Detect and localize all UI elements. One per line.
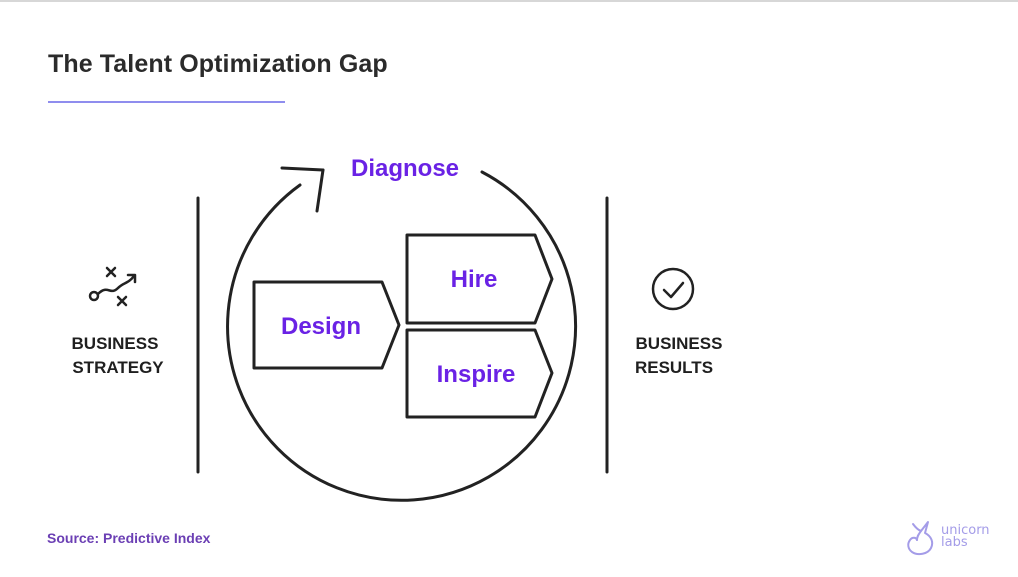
strategy-path-icon [88, 266, 137, 307]
brand-line1: unicorn [941, 523, 990, 538]
brand-logo: unicorn labs [904, 518, 1004, 562]
unicorn-icon [907, 521, 934, 556]
hire-label: Hire [451, 266, 498, 293]
source-citation: Source: Predictive Index [47, 530, 211, 546]
business-results-line1: BUSINESS [636, 334, 723, 353]
title-underline [48, 101, 285, 103]
design-label: Design [281, 313, 361, 340]
diagnose-cycle-arc [226, 170, 578, 502]
inspire-label: Inspire [437, 361, 516, 388]
hire-chevron [405, 233, 554, 325]
page-title: The Talent Optimization Gap [48, 50, 388, 78]
cycle-arrow-icon [280, 166, 325, 213]
inspire-chevron [405, 328, 554, 419]
top-divider [0, 0, 1018, 2]
brand-line2: labs [941, 535, 968, 550]
diagnose-label: Diagnose [351, 155, 459, 182]
check-circle-icon [651, 267, 695, 311]
business-results-line2: RESULTS [635, 358, 713, 377]
design-chevron [252, 280, 401, 370]
brand-wordmark: unicorn labs [941, 523, 990, 550]
business-strategy-line1: BUSINESS [72, 334, 159, 353]
business-strategy-line2: STRATEGY [72, 358, 164, 377]
